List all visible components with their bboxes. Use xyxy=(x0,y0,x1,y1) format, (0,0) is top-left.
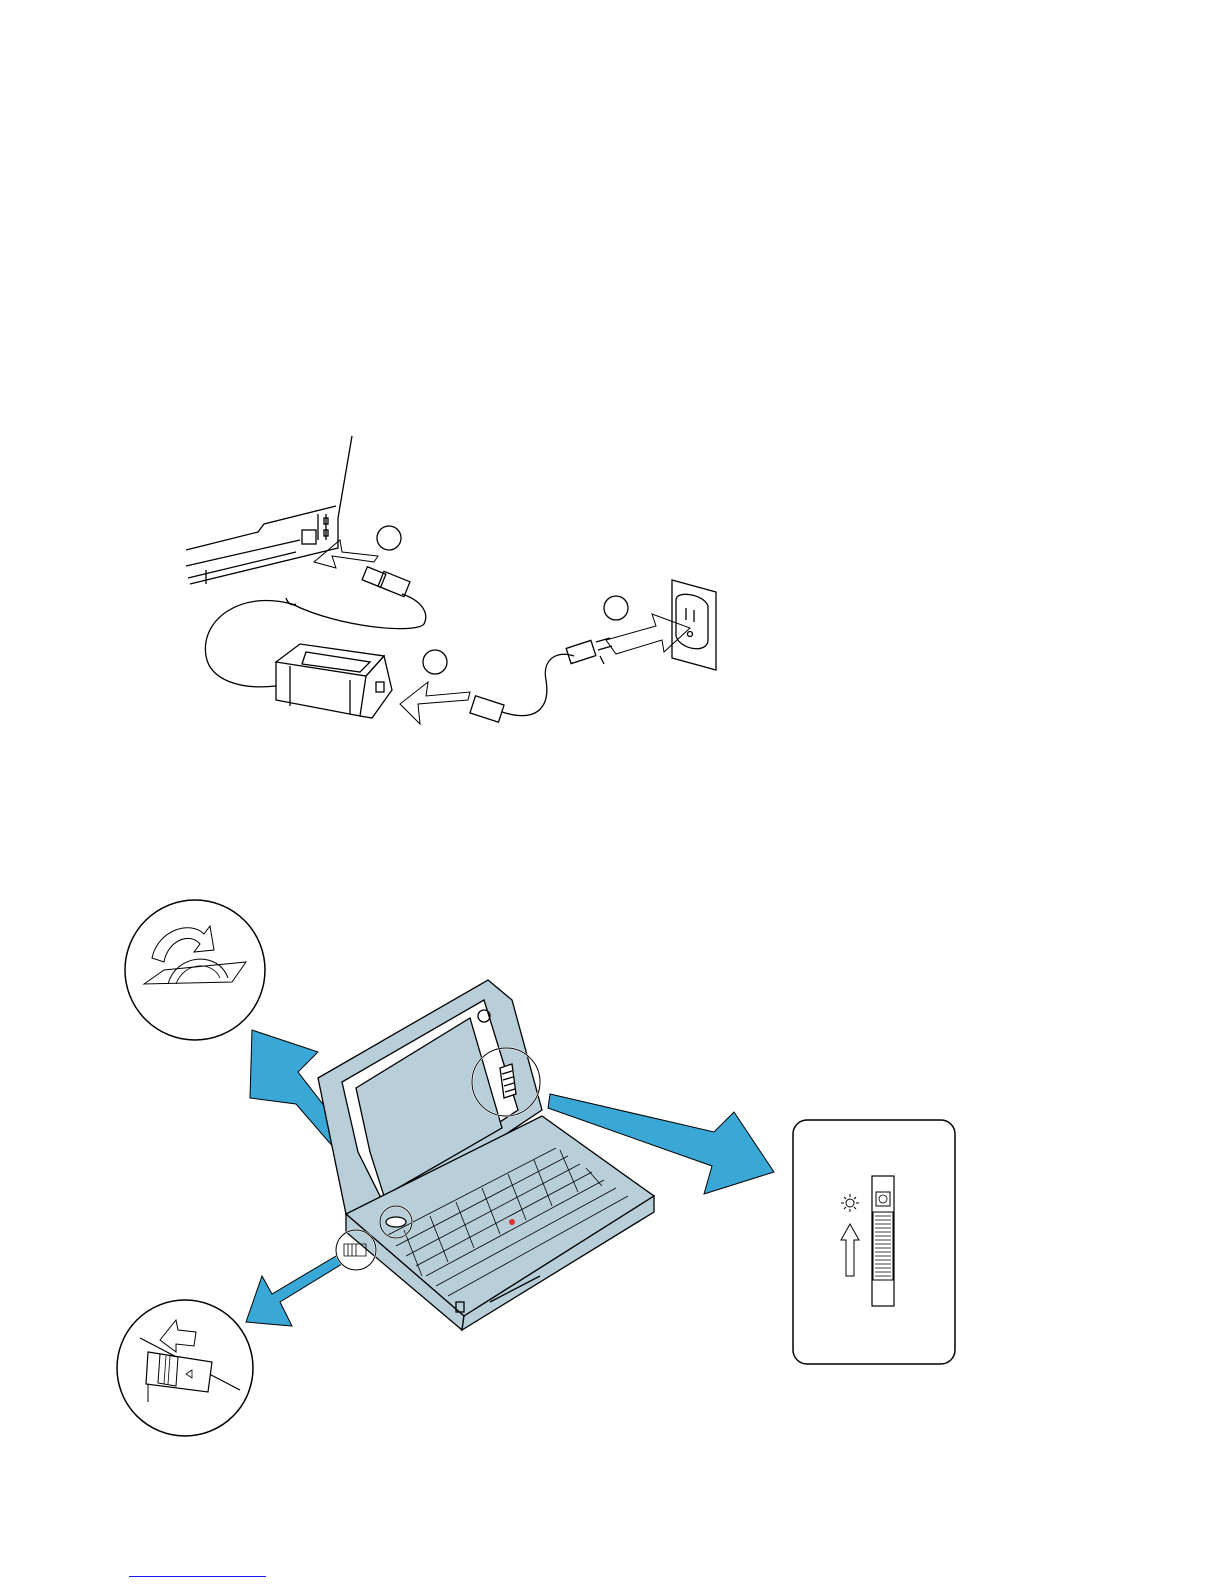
dc-plug xyxy=(292,567,426,629)
step-marker-3 xyxy=(604,596,628,620)
laptop-rear-edge xyxy=(186,436,352,584)
adapter-cable xyxy=(205,600,292,686)
brightness-slider-thumb xyxy=(873,1212,893,1280)
latch-switch-callout xyxy=(117,1300,253,1436)
footer-link-underline[interactable] xyxy=(129,1576,266,1577)
insert-arrow-laptop xyxy=(314,540,378,568)
callout-arrow-lower-left xyxy=(246,1256,342,1326)
wall-outlet xyxy=(672,580,716,670)
step-marker-2 xyxy=(423,650,447,674)
laptop-controls-figure xyxy=(117,900,955,1436)
step-marker-1 xyxy=(377,526,401,550)
ac-cord xyxy=(470,638,612,722)
insert-arrow-adapter xyxy=(400,682,470,724)
power-connection-figure xyxy=(186,436,716,724)
brightness-slider-callout xyxy=(793,1120,955,1364)
ac-adapter xyxy=(276,644,392,718)
rotate-dial-callout xyxy=(125,900,265,1040)
